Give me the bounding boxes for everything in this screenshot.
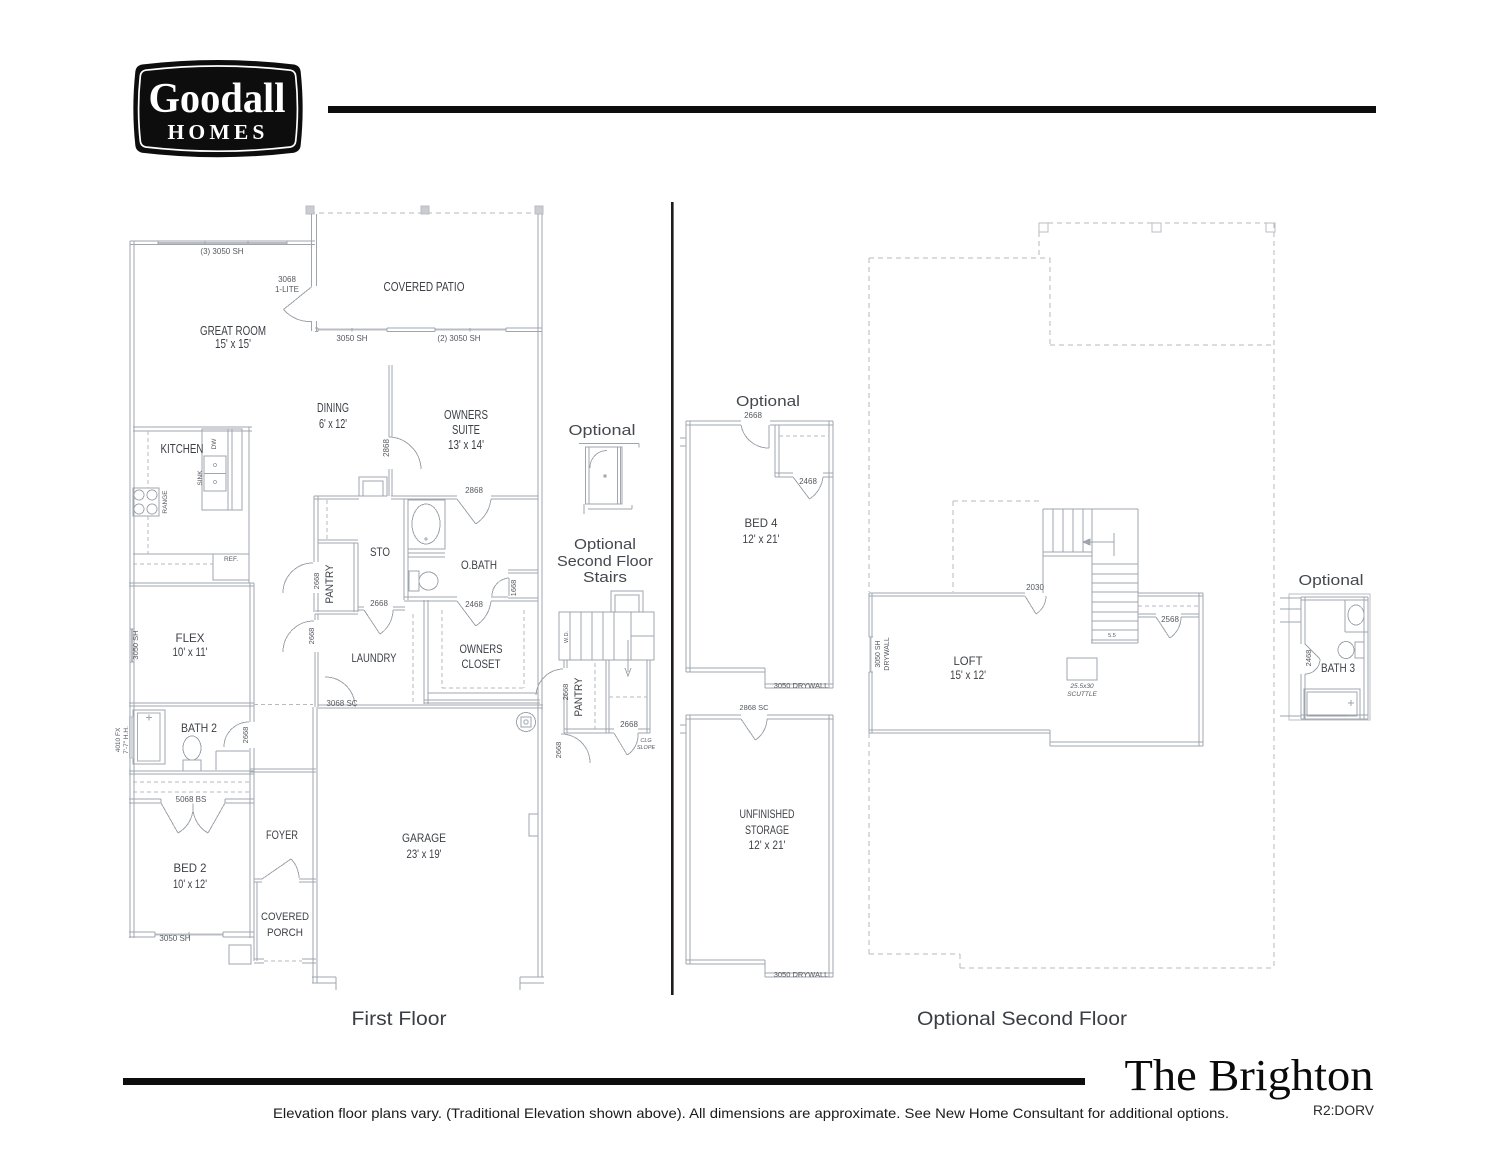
svg-text:LOFT: LOFT bbox=[954, 654, 984, 668]
svg-text:2668: 2668 bbox=[370, 599, 388, 608]
svg-text:SUITE: SUITE bbox=[452, 423, 480, 437]
svg-text:12' x 21': 12' x 21' bbox=[749, 838, 786, 852]
svg-text:FLEX: FLEX bbox=[176, 631, 205, 645]
svg-text:STO: STO bbox=[370, 545, 390, 559]
svg-text:Second Floor: Second Floor bbox=[557, 554, 653, 570]
svg-text:1668: 1668 bbox=[509, 580, 518, 597]
svg-text:6' x 12': 6' x 12' bbox=[319, 417, 347, 431]
svg-text:BED 4: BED 4 bbox=[745, 516, 778, 530]
svg-text:BATH 3: BATH 3 bbox=[1321, 661, 1355, 675]
svg-text:LAUNDRY: LAUNDRY bbox=[352, 651, 397, 665]
svg-text:FOYER: FOYER bbox=[266, 828, 298, 842]
svg-text:2468: 2468 bbox=[465, 600, 483, 609]
svg-text:10' x 11': 10' x 11' bbox=[173, 645, 208, 659]
svg-text:SCUTTLE: SCUTTLE bbox=[1067, 691, 1097, 698]
svg-text:15' x 12': 15' x 12' bbox=[950, 668, 986, 682]
svg-text:2868: 2868 bbox=[382, 439, 391, 457]
svg-text:2030: 2030 bbox=[1026, 583, 1044, 592]
svg-text:COVERED: COVERED bbox=[261, 911, 309, 923]
svg-text:STORAGE: STORAGE bbox=[745, 823, 789, 837]
svg-text:DW: DW bbox=[211, 438, 218, 450]
svg-text:2668: 2668 bbox=[307, 628, 316, 645]
svg-text:2668: 2668 bbox=[554, 742, 563, 759]
svg-text:12' x 21': 12' x 21' bbox=[743, 532, 780, 546]
svg-text:Optional: Optional bbox=[1299, 573, 1364, 589]
svg-text:RANGE: RANGE bbox=[162, 490, 169, 514]
svg-text:First Floor: First Floor bbox=[352, 1008, 448, 1030]
svg-text:UNFINISHED: UNFINISHED bbox=[740, 807, 795, 821]
svg-text:Optional: Optional bbox=[736, 394, 800, 410]
svg-text:GREAT ROOM: GREAT ROOM bbox=[200, 323, 266, 338]
svg-text:7'-7" H.H.: 7'-7" H.H. bbox=[123, 726, 130, 754]
svg-text:3068 SC: 3068 SC bbox=[326, 699, 357, 708]
svg-text:Goodall: Goodall bbox=[149, 76, 286, 122]
svg-text:SLOPE: SLOPE bbox=[637, 745, 656, 751]
svg-text:3050 DRYWALL: 3050 DRYWALL bbox=[774, 681, 829, 690]
svg-text:3050 SH: 3050 SH bbox=[336, 334, 367, 343]
svg-text:3050 SH: 3050 SH bbox=[131, 630, 140, 659]
svg-text:(3) 3050 SH: (3) 3050 SH bbox=[200, 247, 243, 256]
svg-text:O.BATH: O.BATH bbox=[461, 558, 497, 572]
svg-text:Optional Second Floor: Optional Second Floor bbox=[917, 1008, 1128, 1030]
svg-text:Stairs: Stairs bbox=[583, 570, 627, 586]
svg-text:PANTRY: PANTRY bbox=[324, 564, 336, 604]
svg-text:BED 2: BED 2 bbox=[174, 861, 207, 875]
svg-text:REF.: REF. bbox=[224, 556, 238, 563]
svg-text:2468: 2468 bbox=[1304, 650, 1313, 667]
svg-text:10' x 12': 10' x 12' bbox=[173, 877, 207, 891]
svg-text:2868 SC: 2868 SC bbox=[739, 703, 769, 712]
svg-text:5068 BS: 5068 BS bbox=[176, 795, 207, 804]
svg-text:3050 DRYWALL: 3050 DRYWALL bbox=[774, 970, 829, 979]
svg-text:1-LITE: 1-LITE bbox=[275, 285, 299, 294]
svg-text:HOMES: HOMES bbox=[168, 120, 269, 144]
svg-text:PORCH: PORCH bbox=[267, 927, 303, 939]
svg-text:2668: 2668 bbox=[561, 684, 570, 701]
svg-text:Optional: Optional bbox=[574, 537, 636, 553]
svg-text:DINING: DINING bbox=[317, 400, 349, 415]
svg-text:CLOSET: CLOSET bbox=[462, 657, 502, 671]
svg-text:15' x 15': 15' x 15' bbox=[215, 337, 251, 351]
svg-text:R2:DORV: R2:DORV bbox=[1313, 1103, 1374, 1118]
svg-text:2868: 2868 bbox=[465, 486, 483, 495]
svg-text:3068: 3068 bbox=[278, 275, 296, 284]
svg-text:2668: 2668 bbox=[312, 573, 321, 590]
svg-text:SINK: SINK bbox=[197, 470, 204, 486]
svg-text:COVERED PATIO: COVERED PATIO bbox=[384, 279, 465, 294]
svg-text:Optional: Optional bbox=[569, 423, 636, 439]
svg-text:Elevation floor plans vary. (T: Elevation floor plans vary. (Traditional… bbox=[273, 1106, 1229, 1121]
svg-text:2668: 2668 bbox=[744, 411, 762, 420]
svg-text:2468: 2468 bbox=[799, 477, 817, 486]
svg-text:(2) 3050 SH: (2) 3050 SH bbox=[437, 334, 480, 343]
svg-text:4010 FX: 4010 FX bbox=[115, 727, 122, 752]
svg-text:OWNERS: OWNERS bbox=[444, 408, 488, 422]
svg-text:25.5x30: 25.5x30 bbox=[1069, 683, 1094, 690]
svg-text:BATH 2: BATH 2 bbox=[181, 721, 217, 735]
svg-text:W.D.: W.D. bbox=[564, 631, 570, 643]
svg-text:PANTRY: PANTRY bbox=[573, 677, 585, 717]
svg-text:3050 SH: 3050 SH bbox=[875, 640, 882, 667]
svg-text:2668: 2668 bbox=[620, 720, 638, 729]
svg-text:2568: 2568 bbox=[1161, 615, 1179, 624]
svg-text:CLG: CLG bbox=[640, 738, 652, 744]
svg-text:The Brighton: The Brighton bbox=[1125, 1051, 1374, 1100]
svg-text:KITCHEN: KITCHEN bbox=[161, 442, 204, 456]
svg-text:3050 SH: 3050 SH bbox=[159, 934, 190, 943]
svg-text:GARAGE: GARAGE bbox=[402, 831, 446, 845]
svg-text:5.5: 5.5 bbox=[1108, 633, 1116, 639]
svg-text:OWNERS: OWNERS bbox=[460, 642, 503, 656]
svg-text:2668: 2668 bbox=[241, 727, 250, 744]
svg-text:13' x 14': 13' x 14' bbox=[448, 438, 484, 452]
svg-text:23' x 19': 23' x 19' bbox=[407, 847, 442, 861]
svg-text:DRYWALL: DRYWALL bbox=[884, 637, 891, 671]
